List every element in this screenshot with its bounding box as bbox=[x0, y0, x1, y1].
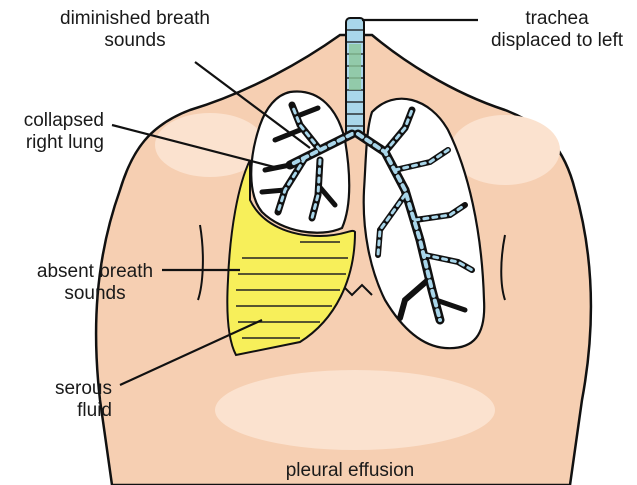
caption: pleural effusion bbox=[250, 460, 450, 482]
label-collapsed-right-lung: collapsed right lung bbox=[0, 110, 104, 154]
label-serous-line2: fluid bbox=[0, 400, 112, 422]
right-shoulder-highlight bbox=[450, 115, 560, 185]
label-diminished-line2: sounds bbox=[40, 30, 230, 52]
label-diminished-breath-sounds: diminished breath sounds bbox=[40, 8, 230, 52]
label-diminished-line1: diminished breath bbox=[40, 8, 230, 30]
label-absent-line2: sounds bbox=[28, 283, 162, 305]
label-serous-fluid: serous fluid bbox=[0, 378, 112, 422]
label-collapsed-line2: right lung bbox=[0, 132, 104, 154]
trachea-green-band bbox=[349, 44, 361, 90]
label-collapsed-line1: collapsed bbox=[0, 110, 104, 132]
label-absent-line1: absent breath bbox=[28, 261, 162, 283]
label-absent-breath-sounds: absent breath sounds bbox=[28, 261, 162, 305]
label-trachea-line1: trachea bbox=[478, 8, 636, 30]
label-trachea-line2: displaced to left bbox=[478, 30, 636, 52]
label-serous-line1: serous bbox=[0, 378, 112, 400]
label-trachea-displaced: trachea displaced to left bbox=[478, 8, 636, 52]
abdomen-highlight bbox=[215, 370, 495, 450]
